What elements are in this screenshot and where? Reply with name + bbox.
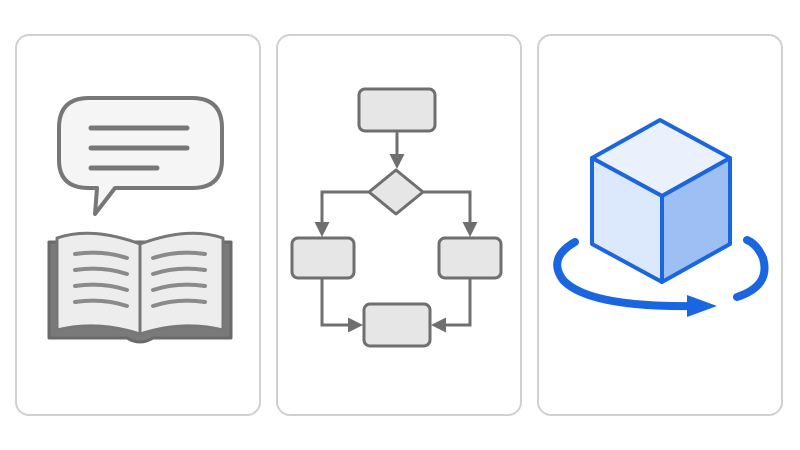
rotation-arrow-icon — [553, 236, 769, 317]
rotating-cube-icon — [553, 118, 769, 317]
flowchart-arrow — [431, 278, 472, 333]
flowchart-left-box — [290, 236, 356, 280]
flowchart-right-box — [437, 236, 503, 280]
card-flowchart — [276, 34, 522, 416]
flowchart-end-box — [362, 302, 432, 348]
flowchart-arrow — [423, 190, 478, 237]
card-3d-rotation — [537, 34, 783, 416]
open-book-icon — [47, 231, 233, 344]
cube-icon — [590, 118, 732, 284]
speech-bubble-icon — [57, 96, 224, 216]
flowchart-arrow — [314, 190, 369, 237]
flowchart-start-box — [357, 87, 437, 133]
speech-bubble-book-icon — [47, 96, 233, 344]
flowchart-decision-diamond — [367, 168, 425, 216]
card-read-and-discuss — [15, 34, 261, 416]
flowchart-icon — [290, 87, 503, 348]
flowchart-arrow — [320, 278, 363, 333]
